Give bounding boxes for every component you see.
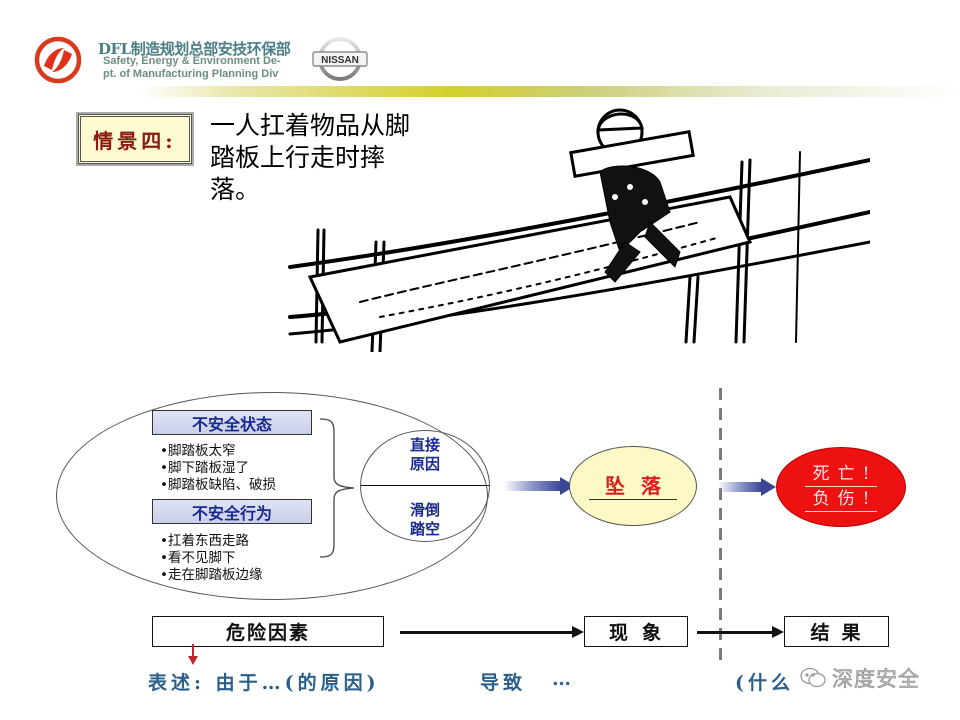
phenomenon-ellipse: 坠落 [569, 446, 697, 526]
arrow-down-icon [188, 644, 198, 666]
header-accent-bar [140, 86, 960, 97]
list-item: •看不见脚下 [160, 550, 236, 566]
result-line1: 死亡! [804, 462, 878, 487]
direct-cause-title: 直接 原因 [361, 436, 489, 474]
unsafe-state-label: 不安全状态 [152, 410, 312, 435]
direct-cause-value-line1: 滑倒 [409, 501, 440, 519]
phenomenon-event: 坠落 [589, 473, 677, 500]
result-box: 结果 [784, 616, 889, 647]
scenario-description: 一人扛着物品从脚踏板上行走时摔落。 [210, 111, 411, 204]
department-title-en-line2: pt. of Manufacturing Planning Div [103, 68, 279, 80]
expression-ellipsis: … [552, 668, 575, 690]
direct-cause-ellipse: 直接 原因 滑倒 踏空 [360, 430, 490, 542]
direct-cause-value: 滑倒 踏空 [361, 501, 489, 539]
right-brace-icon [319, 418, 355, 558]
list-item: •脚踏板太窄 [160, 443, 236, 459]
nissan-logo-icon: NISSAN [312, 37, 368, 81]
arrow-right-icon [718, 478, 776, 496]
direct-cause-value-line2: 踏空 [409, 520, 440, 538]
expression-lead-to: 导致 [480, 672, 527, 694]
arrow-right-icon [400, 626, 584, 638]
unsafe-state-list: •脚踏板太窄 •脚下踏板湿了 •脚踏板缺陷、破损 [160, 443, 276, 494]
result-ellipse: 死亡! 负伤! [776, 447, 906, 527]
cause-divider [361, 485, 489, 486]
watermark: 深度安全 [800, 663, 920, 693]
unsafe-action-label: 不安全行为 [152, 499, 312, 524]
scenario-label: 情景四: [93, 128, 177, 153]
scenario-label-box: 情景四: [78, 114, 192, 164]
list-item: •扛着东西走路 [160, 533, 249, 549]
svg-text:NISSAN: NISSAN [321, 55, 359, 66]
watermark-text: 深度安全 [832, 667, 920, 692]
expression-cause: 表述: 由于…(的原因) [148, 672, 380, 694]
unsafe-action-list: •扛着东西走路 •看不见脚下 •走在脚踏板边缘 [160, 533, 262, 584]
department-title-en-line1: Safety, Energy & Environment De- [103, 55, 281, 67]
arrow-right-icon [697, 626, 784, 638]
department-title-cn: DFL制造规划总部安技环保部 [98, 40, 291, 58]
scaffold-worker-illustration [288, 108, 870, 352]
dashed-divider [719, 388, 722, 668]
dongfeng-logo-icon [34, 36, 82, 84]
list-item: •走在脚踏板边缘 [160, 567, 263, 583]
direct-cause-title-line2: 原因 [409, 455, 440, 473]
direct-cause-title-line1: 直接 [409, 436, 440, 454]
department-title-en: Safety, Energy & Environment De- pt. of … [103, 55, 281, 81]
result-line2: 负伤! [804, 487, 878, 512]
hazard-factors-box: 危险因素 [152, 616, 384, 647]
expression-what: (什么 [735, 672, 794, 694]
list-item: •脚下踏板湿了 [160, 460, 249, 476]
arrow-right-icon [503, 477, 575, 495]
list-item: •脚踏板缺陷、破损 [160, 477, 276, 493]
wechat-icon [800, 667, 826, 688]
phenomenon-box: 现象 [584, 616, 688, 647]
